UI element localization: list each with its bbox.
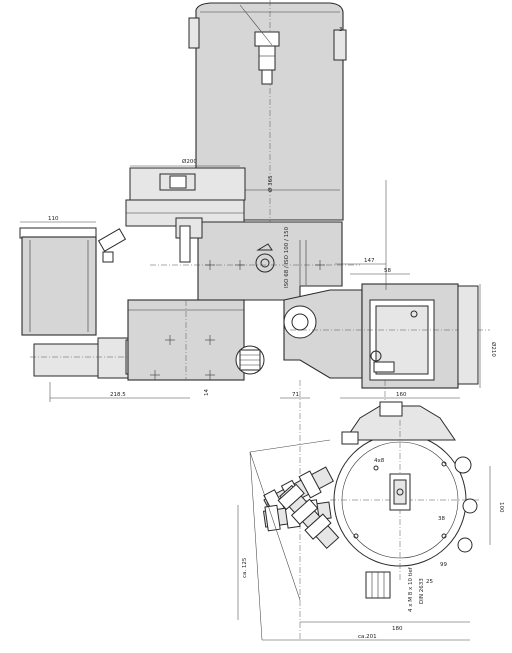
dim-label-58: 58 <box>384 268 391 274</box>
swing-arms <box>249 439 340 641</box>
dim-plan-view: 100 ca. 125 180 ca.201 <box>237 466 504 641</box>
dim-label-4x8: 4x8 <box>374 458 385 464</box>
dim-label-38: 38 <box>438 516 445 522</box>
dim-vessel-diameter: Ø 365 <box>267 175 274 192</box>
shaft-note: ISO 68 / ISO 100 / 150 <box>284 226 290 288</box>
bottom-port <box>365 571 391 599</box>
dim-motor-length: 218.5 14 <box>49 382 210 402</box>
bore-note: 4 x M 8 x 10 tief <box>408 566 414 612</box>
terminal-box <box>97 228 127 263</box>
dim-label-ca-125: ca. 125 <box>242 557 248 578</box>
dim-label-160: 160 <box>396 392 407 398</box>
dim-label-25: 25 <box>426 579 433 585</box>
plan-view: DIN 2633 4 x M 8 x 10 tief 99 25 38 4x8 <box>330 401 480 612</box>
pump-block: ISO 68 / ISO 100 / 150 <box>150 217 360 301</box>
flange-note: DIN 2633 <box>419 578 425 604</box>
dim-label-180: 180 <box>392 626 403 632</box>
dim-label-top-width: Ø200 <box>182 158 197 165</box>
dim-right-motor: 147 58 Ø210 71 160 <box>280 180 497 399</box>
dim-label-vessel-diameter: Ø 365 <box>267 175 274 192</box>
dim-label-14: 14 <box>204 389 210 396</box>
dim-label-147: 147 <box>364 258 375 264</box>
dim-label-210: Ø210 <box>490 342 497 357</box>
dim-label-motor-length: 218.5 <box>110 392 126 398</box>
dim-top-width: Ø200 <box>130 158 240 167</box>
right-motor <box>283 283 490 389</box>
dim-label-71: 71 <box>292 392 299 398</box>
svg-text:3: 3 <box>339 27 343 33</box>
dim-label-99: 99 <box>440 562 447 568</box>
dim-label-100: 100 <box>498 502 504 513</box>
mounting-ears <box>454 456 478 553</box>
gearbox-block <box>127 299 265 381</box>
dim-label-motor-head: 110 <box>48 216 59 222</box>
collar-housing <box>125 167 246 227</box>
left-motor: 110 <box>19 216 127 336</box>
dim-label-ca-201: ca.201 <box>358 634 377 640</box>
